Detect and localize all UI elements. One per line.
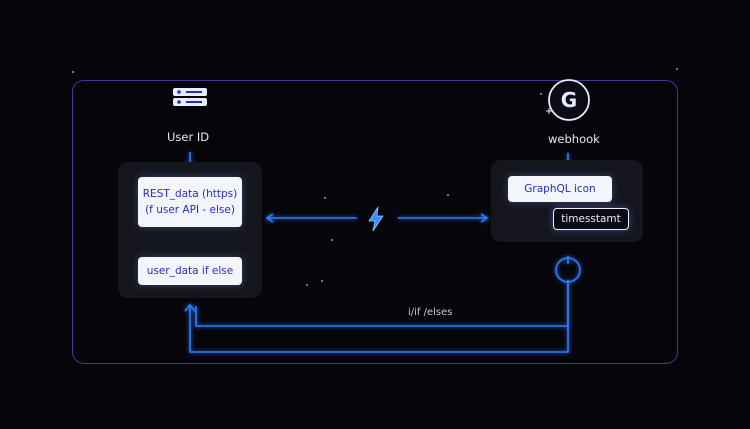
graphql-card[interactable]: GraphQL icon <box>508 176 612 202</box>
rest-data-line-1: REST_data (https) <box>142 188 238 200</box>
user-data-label: user_data if else <box>146 265 234 277</box>
timestamp-label: timesstamt <box>561 213 621 225</box>
outer-frame <box>72 80 678 364</box>
rest-data-line-2: (f user API - else) <box>145 204 235 216</box>
graphql-logo-icon: G <box>545 78 593 122</box>
user-data-card[interactable]: user_data if else <box>138 257 242 285</box>
logo-letter: G <box>561 88 577 112</box>
graphql-label: GraphQL icon <box>524 183 596 195</box>
lightning-bolt-icon <box>366 206 386 232</box>
webhook-label: webhook <box>548 132 600 146</box>
server-icon <box>172 87 208 107</box>
loop-label: i/if /elses <box>408 307 453 318</box>
user-id-label: User ID <box>167 130 210 144</box>
rest-data-card[interactable]: REST_data (https) (f user API - else) <box>138 177 242 227</box>
timestamp-card[interactable]: timesstamt <box>553 208 629 230</box>
